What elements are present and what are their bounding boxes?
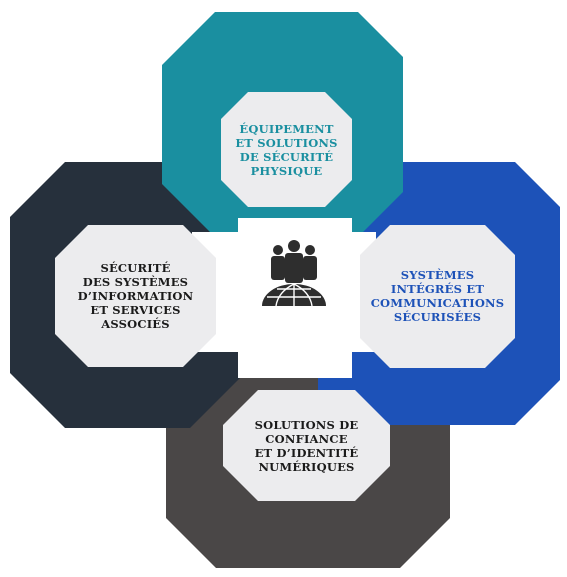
label-line: ET SERVICES bbox=[90, 303, 181, 317]
person-body-right bbox=[303, 256, 317, 280]
label-line: SÉCURISÉES bbox=[393, 310, 482, 324]
segment-left-panel bbox=[55, 225, 216, 367]
label-line: CONFIANCE bbox=[265, 432, 348, 446]
label-line: DES SYSTÈMES bbox=[82, 275, 189, 289]
label-line: COMMUNICATIONS bbox=[370, 296, 505, 310]
label-line: ASSOCIÉS bbox=[101, 317, 170, 331]
label-line: DE SÉCURITÉ bbox=[239, 150, 334, 164]
label-line: ÉQUIPEMENT bbox=[239, 122, 334, 136]
person-head-right bbox=[305, 245, 315, 255]
person-head-center bbox=[288, 240, 300, 252]
segment-top-panel bbox=[221, 92, 352, 207]
label-line: ET D’IDENTITÉ bbox=[254, 446, 359, 460]
label-line: INTÉGRÉS ET bbox=[390, 282, 485, 296]
label-line: SOLUTIONS DE bbox=[254, 418, 359, 432]
segment-right-panel bbox=[360, 225, 515, 368]
label-line: ET SOLUTIONS bbox=[235, 136, 338, 150]
person-head-left bbox=[273, 245, 283, 255]
people-globe-icon bbox=[262, 240, 326, 307]
label-line: NUMÉRIQUES bbox=[258, 460, 355, 474]
label-line: D’INFORMATION bbox=[77, 289, 194, 303]
label-line: SÉCURITÉ bbox=[100, 261, 171, 275]
label-line: SYSTÈMES bbox=[400, 268, 475, 282]
person-body-center bbox=[285, 253, 303, 283]
segment-bottom-panel bbox=[223, 390, 390, 501]
globe-grid bbox=[267, 283, 321, 307]
person-body-left bbox=[271, 256, 285, 280]
label-line: PHYSIQUE bbox=[250, 164, 323, 178]
